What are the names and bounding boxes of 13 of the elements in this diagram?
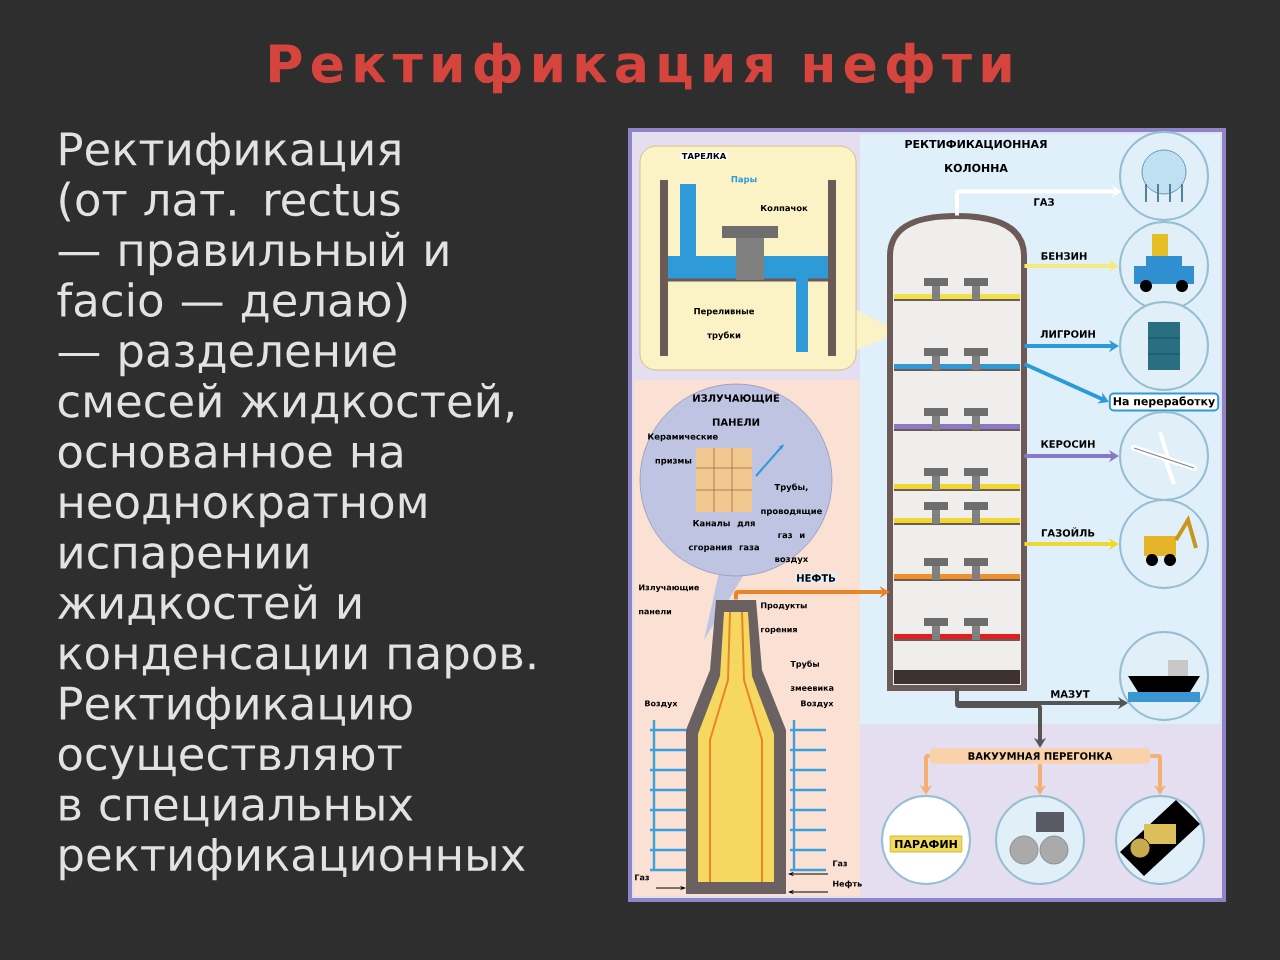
barrel-drawing — [1119, 301, 1209, 391]
machinery-drawing — [995, 795, 1085, 885]
arrow — [955, 688, 1047, 748]
ship-drawing — [1119, 631, 1209, 721]
road-roller-drawing — [1115, 795, 1205, 885]
excavator-drawing — [1119, 499, 1209, 589]
arrow — [1150, 754, 1167, 795]
body-text: Ректификация (от лат. rectus — правильный и facio — делаю) — разделение смесей жидкостей, основанное на неоднократном испарении жидкостей и конденсации паров. Ректификацию осуществляют в специальных ректификационных — [57, 132, 535, 881]
car-drawing — [1119, 221, 1209, 311]
arrow — [1023, 362, 1109, 404]
airplane-drawing — [1119, 411, 1209, 501]
gas-tank-drawing — [1119, 131, 1209, 221]
slide-title: Ректификация нефти — [270, 42, 1011, 94]
